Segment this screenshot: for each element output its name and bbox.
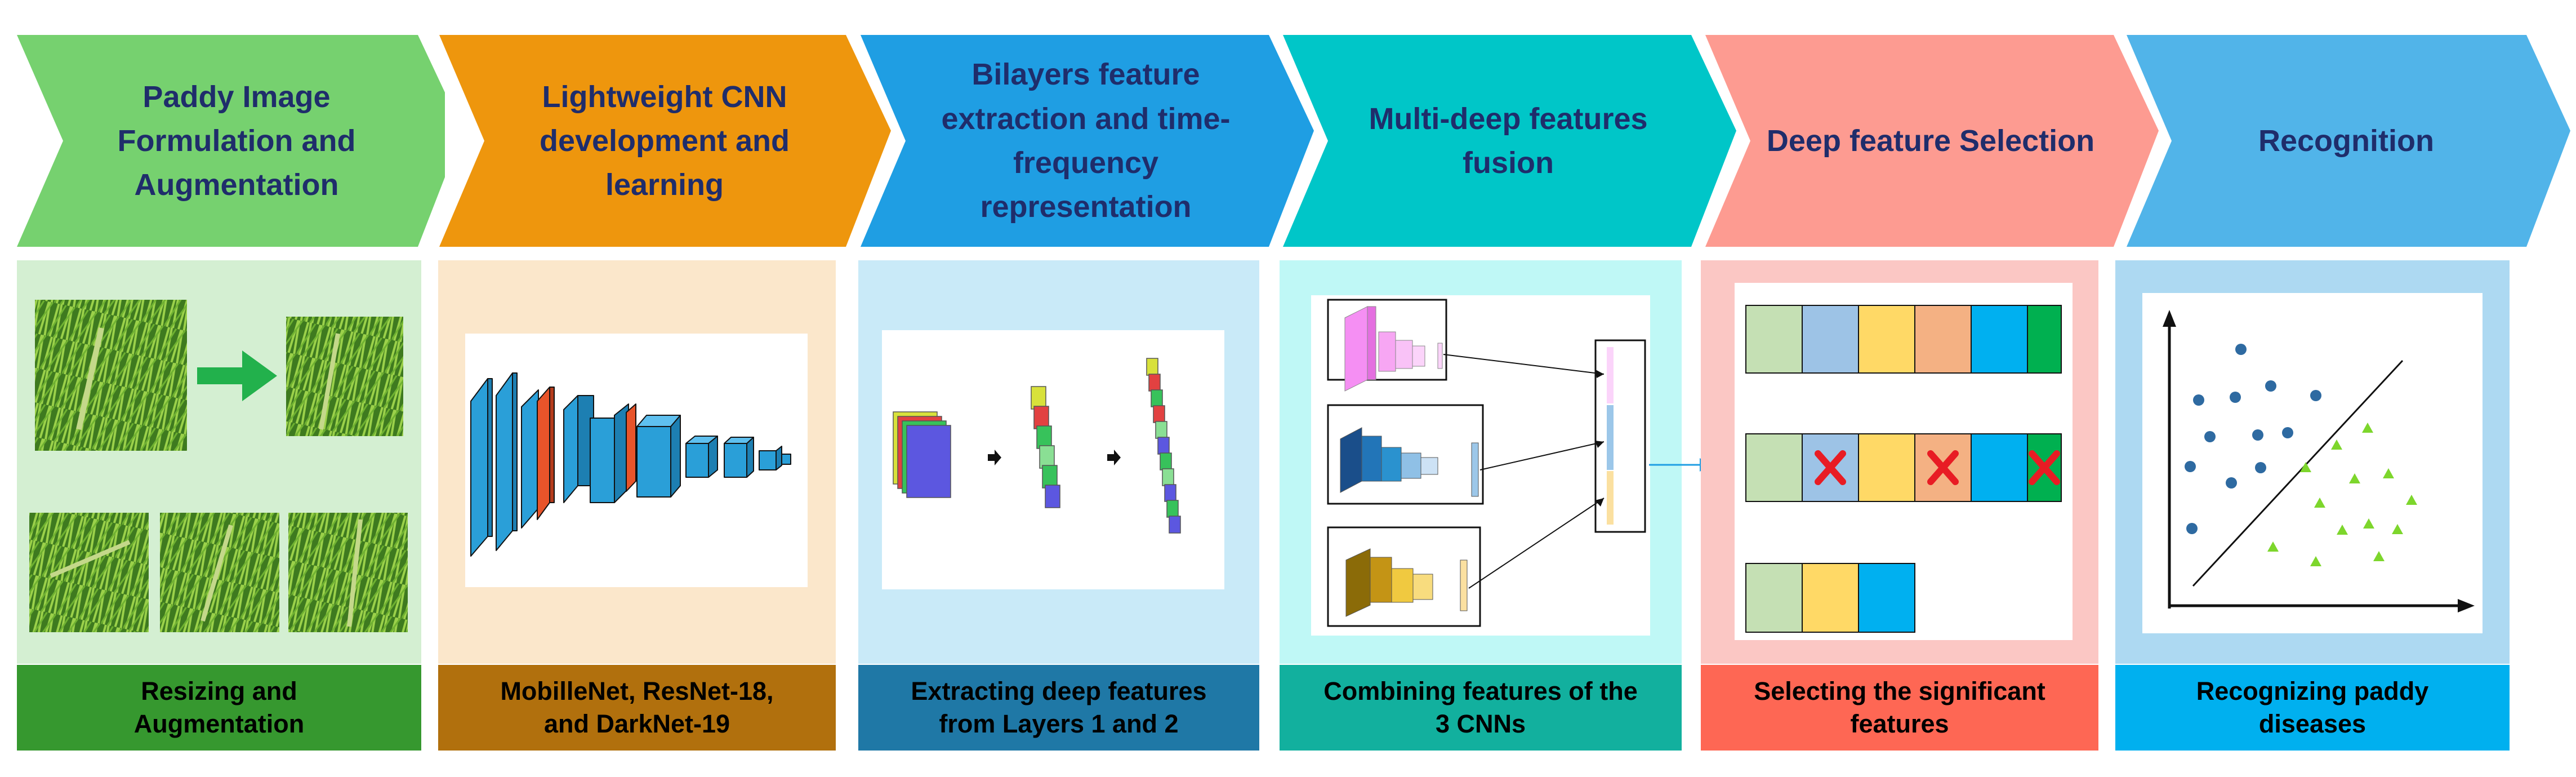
cross-icon — [2029, 450, 2060, 485]
stage-6-chevron — [2127, 35, 2570, 247]
paddy-image-original — [35, 300, 187, 451]
arrow-right-icon — [1107, 450, 1121, 465]
stage-6: Recognition — [2115, 0, 2576, 777]
stage-2-caption: MobilleNet, ResNet-18, and DarkNet-19 — [438, 665, 836, 751]
layer-1-features — [1031, 386, 1060, 508]
stage-3: Bilayers feature extraction and time- fr… — [849, 0, 1317, 777]
stage-3-title: Bilayers feature extraction and time- fr… — [941, 57, 1231, 224]
layer-2-features — [1146, 358, 1181, 534]
stage-3-chevron — [861, 35, 1314, 247]
stage-1-caption: Resizing and Augmentation — [17, 665, 421, 751]
selection-diagram — [1745, 305, 2062, 633]
paddy-image-augmented-1 — [29, 513, 149, 632]
cnn-architecture — [470, 372, 791, 557]
stage-2-title: Lightweight CNN development and learning — [539, 79, 790, 202]
stage-1-chevron — [17, 35, 445, 247]
selection-diagram-box — [1735, 283, 2073, 640]
panel-recognition — [2115, 260, 2510, 664]
cnn-diagram-box — [465, 334, 808, 587]
panel-cnn — [438, 260, 836, 664]
panel-feature-fusion — [1280, 260, 1682, 664]
stage-1-title: Paddy Image Formulation and Augmentation — [117, 79, 356, 202]
stage-4-caption: Combining features of the 3 CNNs — [1280, 665, 1682, 751]
stage-2-chevron — [439, 35, 891, 247]
panel-paddy-images — [17, 260, 421, 664]
feature-layers-diagram — [893, 358, 1181, 534]
feature-layers-box — [882, 330, 1224, 589]
stage-6-caption: Recognizing paddy diseases — [2115, 665, 2510, 751]
paddy-image-resized — [286, 317, 403, 436]
cross-icon — [1927, 450, 1959, 485]
stage-4-title: Multi-deep features fusion — [1369, 101, 1648, 180]
paddy-image-augmented-2 — [160, 513, 279, 632]
stage-4: Multi-deep features fusion — [1272, 0, 1739, 777]
stage-1: Paddy Image Formulation and Augmentation — [0, 0, 445, 777]
panel-feature-selection — [1701, 260, 2098, 664]
stage-3-caption: Extracting deep features from Layers 1 a… — [858, 665, 1259, 751]
stage-2: Lightweight CNN development and learning — [428, 0, 895, 777]
stage-6-title: Recognition — [2258, 123, 2434, 158]
stage-5-title: Deep feature Selection — [1766, 123, 2095, 158]
stage-4-chevron — [1283, 35, 1736, 247]
arrow-right-icon — [988, 450, 1001, 465]
stage-5-chevron — [1705, 35, 2159, 247]
arrow-right-icon — [197, 350, 277, 401]
paddy-image-augmented-3 — [288, 513, 408, 632]
recognition-plot-box — [2142, 293, 2483, 633]
panel-bilayer-features — [858, 260, 1259, 664]
cross-icon — [1815, 450, 1846, 485]
fusion-diagram-box — [1311, 295, 1650, 636]
stage-5: Deep feature Selection — [1694, 0, 2161, 777]
stage-5-caption: Selecting the significant features — [1701, 665, 2098, 751]
paddy-image-collage — [29, 300, 408, 632]
scatter-plot-icon — [2163, 310, 2475, 612]
fusion-diagram — [1327, 299, 1646, 627]
